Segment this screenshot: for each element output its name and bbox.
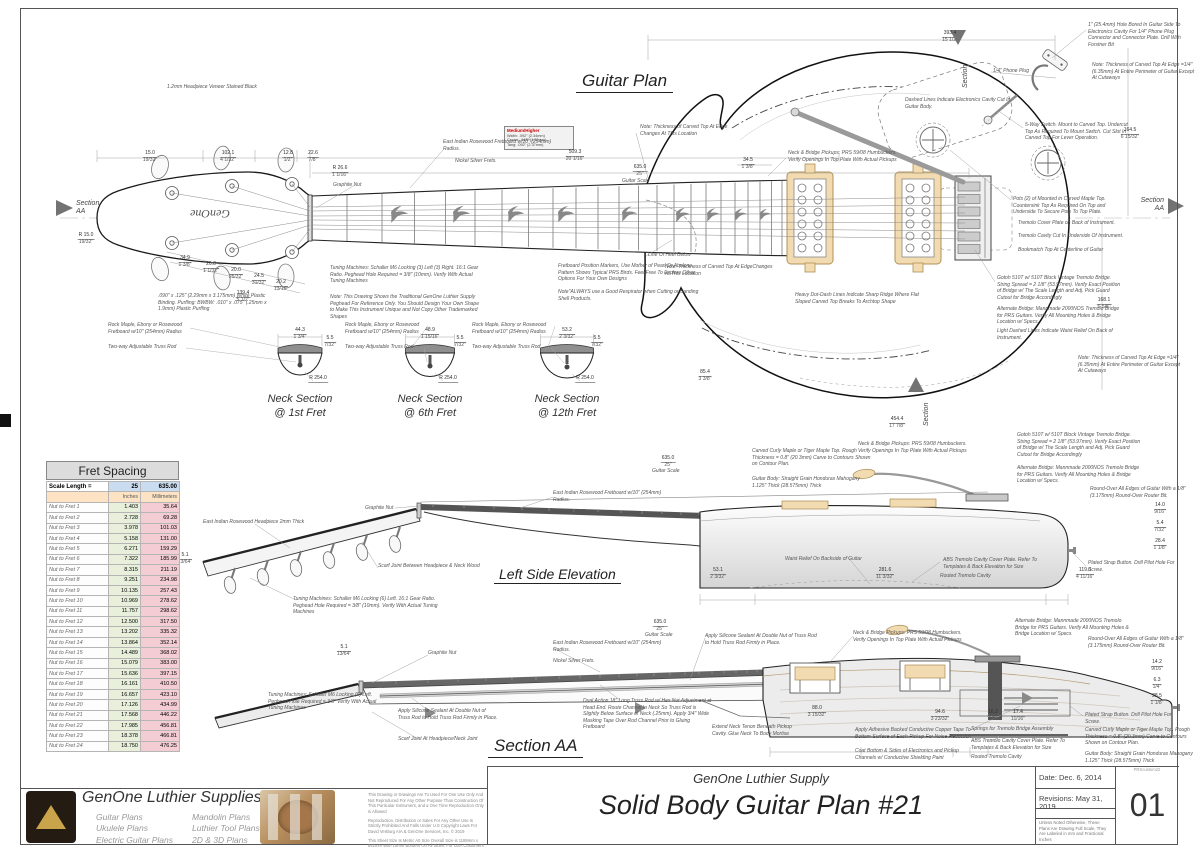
fret-table-row: Nut to Fret 15 14.489 368.02 — [46, 647, 180, 659]
fret-spacing-table: Fret Spacing Scale Length = 25 635.00 In… — [46, 461, 180, 753]
legal-text: This Drawing or Drawings Are To Used For… — [368, 792, 486, 849]
fretwire-row: Crown: .048" (1.22mm) — [507, 138, 547, 143]
fret-table-row: Nut to Fret 23 18.378 466.81 — [46, 730, 180, 742]
section-bb-top-label: Section — [962, 65, 969, 88]
fret-table-row: Nut to Fret 10 10.969 278.62 — [46, 595, 180, 607]
fret-table-row: Nut to Fret 13 13.202 335.32 — [46, 626, 180, 638]
plan-type-item: Mandolin Plans — [192, 812, 251, 822]
plan-type-item: Luthier Tool Plans — [192, 823, 260, 834]
date-field: Date: Dec. 6, 2014 — [1039, 773, 1102, 782]
section-aa-title: Section AA — [488, 737, 584, 758]
fret-table-row: Nut to Fret 9 10.135 257.43 — [46, 584, 180, 597]
supply-title: GenOne Luthier Supply — [693, 771, 829, 786]
fret-table-row: Nut to Fret 4 5.158 131.00 — [46, 532, 180, 545]
logo-triangle-icon — [36, 805, 66, 829]
fret-table-row: Nut to Fret 7 8.315 211.19 — [46, 564, 180, 576]
fret-table-row: Nut to Fret 17 15.636 397.15 — [46, 668, 180, 680]
pickup-cavities — [789, 660, 951, 694]
fret-table-row: Nut to Fret 22 17.985 456.81 — [46, 719, 180, 732]
scale-length-inches: 25 — [108, 480, 141, 493]
left-side-elevation-view — [202, 468, 1087, 605]
plan-type-item: Ukulele Plans — [96, 823, 148, 834]
neck-section-views — [185, 325, 595, 382]
sheet-main-title: Solid Body Guitar Plan #21 — [598, 790, 924, 820]
neck-pickup — [786, 163, 834, 273]
fret-table-row: Nut to Fret 8 9.251 234.98 — [46, 574, 180, 586]
fret-table-title: Fret Spacing — [46, 461, 179, 480]
section-bb-bottom-label: Section — [923, 403, 930, 426]
bridge-pickup — [894, 163, 942, 273]
units-mm-header: Millimeters — [140, 491, 180, 503]
revisions-field: Revisions: May 31, 2019 — [1039, 794, 1103, 811]
fret-table-row: Nut to Fret 20 17.126 434.99 — [46, 699, 180, 711]
legal-paragraph: This Sheet Size Is Metric A0 Size Overal… — [368, 837, 484, 849]
scale-length-label: Scale Length = — [46, 480, 109, 493]
headstock-logo-text: GenOne — [189, 207, 230, 221]
sheet-border — [20, 8, 1178, 845]
fretwire-spec-box: Medium/Higher Width: .092" (2.34mm)Crown… — [504, 126, 574, 150]
fret-table-row: Nut to Fret 12 12.500 317.50 — [46, 616, 180, 628]
section-aa-marker-left: Section AA — [76, 200, 100, 216]
fretwire-title: Medium/Higher — [507, 128, 540, 133]
plan-title: Guitar Plan — [576, 72, 674, 93]
fret-table-row: Nut to Fret 21 17.568 446.22 — [46, 709, 180, 722]
elevation-title: Left Side Elevation — [494, 567, 621, 584]
fret-table-row: Nut to Fret 6 7.322 185.99 — [46, 553, 180, 566]
title-block-center: GenOne Luthier Supply Solid Body Guitar … — [487, 766, 1035, 833]
plan-type-item: Guitar Plans — [96, 812, 143, 822]
fret-table-row: Nut to Fret 14 13.864 352.14 — [46, 636, 180, 649]
fret-table-row: Nut to Fret 3 3.978 101.03 — [46, 522, 180, 534]
fretwire-row: Width: .092" (2.34mm) — [507, 133, 545, 138]
fret-table-row: Nut to Fret 2 2.728 69.28 — [46, 512, 180, 524]
fret-table-row: Nut to Fret 5 6.271 159.29 — [46, 543, 180, 555]
section-aa-view — [214, 624, 1180, 757]
fret-table-row: Nut to Fret 18 16.161 410.50 — [46, 678, 180, 690]
file-code: PRScustom22 — [1133, 767, 1161, 772]
scale-length-mm: 635.00 — [140, 480, 180, 493]
legal-paragraph: This Drawing or Drawings Are To Used For… — [368, 792, 484, 815]
fret-table-row: Nut to Fret 19 16.657 423.10 — [46, 688, 180, 701]
fretwire-row: Tang: .092" (2.37mm) — [507, 143, 544, 148]
fret-table-row: Nut to Fret 24 18.750 476.25 — [46, 740, 180, 753]
plan-type-item: Electric Guitar Plans — [96, 834, 173, 845]
scale-note: Unless Noted Otherwise, These Plans Are … — [1039, 820, 1107, 842]
company-name: GenOne Luthier Supplies — [82, 789, 262, 806]
page-number: 01 — [1129, 787, 1166, 823]
pickup-switch — [981, 94, 1018, 127]
section-aa-marker-right: Section AA — [1140, 197, 1164, 213]
fret-table-row: Nut to Fret 1 1.403 35.64 — [46, 501, 180, 514]
tremolo-bridge — [790, 107, 992, 261]
product-photo — [260, 790, 335, 844]
fret-table-row: Nut to Fret 11 11.757 298.62 — [46, 605, 180, 618]
company-logo — [26, 791, 76, 843]
legal-paragraph: Reproduction, Distribution or Sales For … — [368, 817, 478, 835]
units-inches-header: Inches — [108, 491, 141, 503]
registration-mark — [0, 414, 11, 427]
plan-type-item: 2D & 3D Plans — [192, 834, 248, 845]
fret-table-row: Nut to Fret 16 15.079 383.00 — [46, 657, 180, 670]
